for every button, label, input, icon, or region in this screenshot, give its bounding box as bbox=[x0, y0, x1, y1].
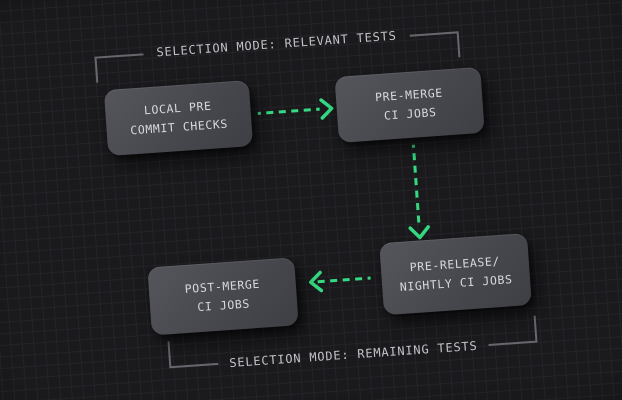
node-label-line: CI JOBS bbox=[196, 296, 251, 315]
top-bracket bbox=[94, 31, 461, 83]
arrow-left-dashes bbox=[310, 276, 371, 284]
node-pre-merge-ci-jobs: PRE-MERGE CI JOBS bbox=[334, 66, 485, 143]
top-bracket-right-corner bbox=[409, 31, 461, 58]
arrow-left-chevron-icon bbox=[308, 270, 324, 293]
node-label-line: CI JOBS bbox=[383, 105, 437, 123]
arrow-down-chevron-icon bbox=[408, 225, 430, 240]
arrow-down-dashes bbox=[411, 144, 421, 227]
top-bracket-left-corner bbox=[94, 53, 144, 83]
node-pre-release-nightly-ci-jobs: PRE-RELEASE/ NIGHTLY CI JOBS bbox=[379, 233, 532, 316]
bottom-bracket bbox=[167, 315, 538, 369]
bottom-bracket-right-corner bbox=[488, 315, 538, 346]
arrow-down bbox=[408, 144, 430, 240]
node-post-merge-ci-jobs: POST-MERGE CI JOBS bbox=[147, 257, 299, 336]
node-local-pre-commit-checks: LOCAL PRE COMMIT CHECKS bbox=[103, 80, 254, 157]
arrow-left bbox=[308, 270, 371, 293]
arrow-right-dashes bbox=[257, 107, 320, 115]
bottom-bracket-left-corner bbox=[167, 341, 219, 369]
arrow-right-chevron-icon bbox=[319, 98, 334, 120]
arrow-right bbox=[257, 98, 334, 120]
